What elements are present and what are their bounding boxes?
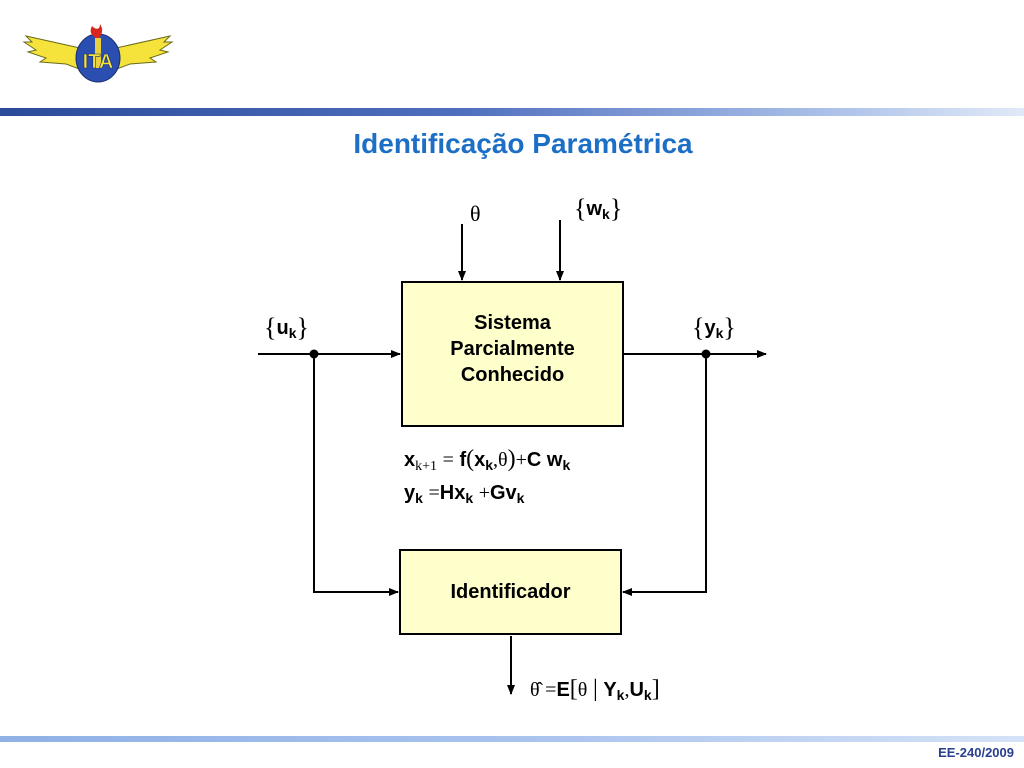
header-divider-bar: [0, 108, 1024, 116]
logo-text: ITA: [83, 51, 114, 73]
theta-input-label: θ: [470, 201, 481, 226]
state-equation: xk+1 = f(xk,θ)+C wk: [404, 446, 571, 474]
identifier-box-label: Identificador: [450, 581, 571, 603]
estimate-equation: θ̂ =E[θ | Yk,Uk]: [530, 676, 660, 703]
u-junction-dot: [309, 349, 319, 359]
u-input-label: {uk}: [264, 313, 309, 342]
system-box-label: Sistema Parcialmente Conhecido: [402, 310, 623, 388]
footer-divider-bar: [0, 736, 1024, 742]
page-title: Identificação Paramétrica: [353, 128, 693, 159]
y-junction-dot: [701, 349, 711, 359]
w-input-label: {wk}: [574, 194, 623, 223]
system-label-line-2: Parcialmente: [450, 338, 575, 360]
footer-course-code: EE-240/2009: [938, 745, 1014, 760]
measurement-equation: yk =Hxk +Gvk: [404, 482, 525, 506]
system-label-line-1: Sistema: [474, 312, 551, 334]
y-feedback-line: [622, 354, 707, 596]
ita-logo: ITA: [22, 24, 174, 83]
system-box: [401, 281, 624, 427]
y-output-label: {yk}: [692, 313, 736, 342]
identifier-box: [399, 549, 622, 635]
ita-winged-logo-icon: ITA: [22, 24, 174, 83]
u-feedback-line: [313, 354, 399, 596]
system-label-line-3: Conhecido: [460, 364, 565, 386]
